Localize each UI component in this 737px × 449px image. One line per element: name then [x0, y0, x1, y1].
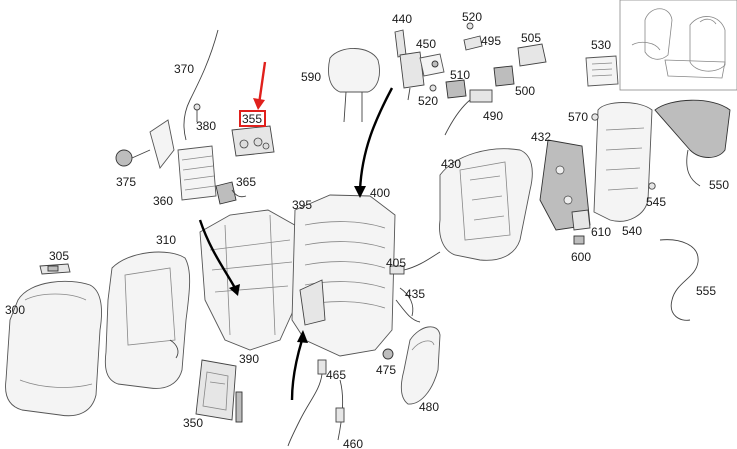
part-360-lumbar-support — [177, 145, 217, 201]
part-430-backrest-pad — [439, 148, 533, 261]
part-400-backrest-frame — [291, 194, 396, 357]
highlight-arrowhead — [253, 98, 265, 110]
part-380-screw — [193, 103, 201, 122]
part-450-adjuster — [419, 53, 445, 77]
part-590-headrest — [328, 48, 380, 123]
assembly-arrowhead-left — [229, 284, 240, 296]
label-610: 610 — [591, 225, 611, 239]
part-300-cushion-cover — [5, 280, 102, 417]
label-540: 540 — [622, 224, 642, 238]
part-432-mat — [539, 139, 591, 231]
part-500-housing — [493, 65, 515, 87]
part-530-label — [585, 55, 619, 87]
label-400: 400 — [370, 186, 390, 200]
part-460-harness — [335, 379, 345, 441]
part-495-bracket — [463, 35, 483, 51]
label-600: 600 — [571, 250, 591, 264]
label-550: 550 — [709, 178, 729, 192]
label-545: 545 — [646, 195, 666, 209]
label-395: 395 — [292, 198, 312, 212]
label-310: 310 — [156, 233, 176, 247]
label-360: 360 — [153, 194, 173, 208]
assembly-arrow-upper — [358, 87, 394, 191]
part-390-side-frame — [199, 209, 301, 351]
part-505-block — [517, 43, 547, 67]
part-440-headrest-guide — [394, 29, 425, 101]
label-370: 370 — [174, 62, 194, 76]
label-432: 432 — [531, 130, 551, 144]
part-570-clip — [591, 113, 599, 121]
part-370-wire — [183, 29, 219, 141]
part-550-heater-mat — [654, 99, 731, 187]
label-480: 480 — [419, 400, 439, 414]
label-505: 505 — [521, 31, 541, 45]
label-520-lower: 520 — [418, 94, 438, 108]
label-500: 500 — [515, 84, 535, 98]
part-475-grommet — [382, 348, 394, 360]
part-305-clip — [39, 263, 71, 275]
highlight-arrow — [257, 61, 267, 105]
label-375: 375 — [116, 175, 136, 189]
label-450: 450 — [416, 37, 436, 51]
label-390: 390 — [239, 352, 259, 366]
part-610-bracket — [571, 209, 591, 231]
seat-overview-inset — [619, 0, 737, 91]
part-465-connector — [287, 359, 327, 447]
part-520-screw-lower — [429, 84, 437, 92]
label-435: 435 — [405, 287, 425, 301]
part-355-switch-panel — [231, 125, 275, 157]
label-305: 305 — [49, 249, 69, 263]
part-600-clip — [573, 235, 585, 245]
label-590: 590 — [301, 70, 321, 84]
label-365: 365 — [236, 175, 256, 189]
part-365-module — [215, 181, 247, 205]
part-375-knob — [115, 119, 175, 169]
label-520-upper: 520 — [462, 10, 482, 24]
label-555: 555 — [696, 284, 716, 298]
part-435-harness — [395, 287, 421, 323]
part-545-screw — [648, 182, 656, 190]
label-530: 530 — [591, 38, 611, 52]
label-465: 465 — [326, 368, 346, 382]
label-300: 300 — [5, 303, 25, 317]
part-405-connector — [389, 251, 441, 275]
label-510: 510 — [450, 68, 470, 82]
assembly-arrowhead-upper — [354, 186, 366, 198]
highlight-box — [239, 110, 266, 127]
label-405: 405 — [386, 256, 406, 270]
part-555-harness — [659, 239, 699, 321]
part-490-connector — [444, 89, 493, 136]
label-570: 570 — [568, 110, 588, 124]
label-495: 495 — [481, 34, 501, 48]
label-430: 430 — [441, 157, 461, 171]
label-440: 440 — [392, 12, 412, 26]
label-380: 380 — [196, 119, 216, 133]
part-310-cushion-pad — [104, 251, 191, 389]
label-350: 350 — [183, 416, 203, 430]
label-460: 460 — [343, 437, 363, 449]
label-475: 475 — [376, 363, 396, 377]
assembly-arrowhead-lower — [297, 330, 308, 343]
label-490: 490 — [483, 109, 503, 123]
label-355: 355 — [242, 112, 262, 126]
part-520-screw-upper — [466, 22, 474, 30]
assembly-arrow-lower — [290, 339, 304, 401]
part-510-switch — [445, 79, 467, 99]
part-480-side-panel — [400, 326, 441, 405]
assembly-arrow-left — [198, 219, 237, 289]
part-540-backrest-shell — [593, 102, 653, 222]
part-350-lower-frame — [195, 359, 243, 423]
